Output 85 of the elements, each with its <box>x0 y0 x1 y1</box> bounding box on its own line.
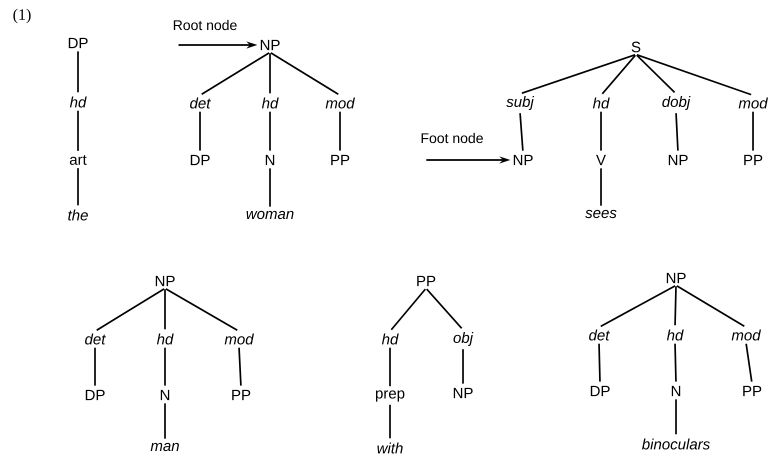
annotation-text: Foot node <box>422 132 483 144</box>
tree-branch <box>674 344 677 382</box>
word-label: the <box>68 210 88 220</box>
tree-branch <box>269 168 271 207</box>
tree-branch <box>270 52 339 95</box>
tree-branch <box>636 54 752 96</box>
word-label: with <box>377 442 403 454</box>
tree-branch <box>77 110 79 151</box>
tree-branch <box>600 112 602 151</box>
tree-branch <box>426 288 462 329</box>
function-label: hd <box>156 333 174 344</box>
tree-branch <box>238 348 242 386</box>
tree-branch <box>462 349 464 384</box>
category-label: NP <box>514 154 533 166</box>
function-label: hd <box>666 329 684 340</box>
category-label: PP <box>232 390 250 400</box>
example-number: (1) <box>13 8 31 24</box>
tree-branch <box>96 288 165 331</box>
function-label: mod <box>326 97 355 108</box>
word-label: woman <box>246 210 294 220</box>
category-label: V <box>596 154 606 166</box>
tree-branch <box>675 113 679 151</box>
category-label: N <box>160 390 170 400</box>
function-label: det <box>589 329 610 340</box>
category-label: NP <box>454 388 473 398</box>
tree-branch <box>674 286 677 326</box>
category-label: N <box>672 386 680 396</box>
function-label: mod <box>732 329 761 340</box>
tree-branch <box>201 52 270 95</box>
category-label: S <box>632 42 640 52</box>
tree-branch <box>269 112 271 151</box>
function-label: hd <box>592 97 610 108</box>
category-label: DP <box>190 154 210 166</box>
tree-branch <box>600 168 602 206</box>
category-label: NP <box>260 40 280 50</box>
category-label: DP <box>86 390 105 400</box>
tree-branch <box>522 54 636 94</box>
tree-branch <box>602 54 636 94</box>
function-label: obj <box>453 332 474 346</box>
tree-branch <box>519 113 524 151</box>
tree-branch <box>94 348 96 386</box>
function-label: hd <box>70 96 87 108</box>
word-label: binoculars <box>642 438 710 450</box>
category-label: DP <box>590 386 610 396</box>
tree-branch <box>389 404 391 438</box>
category-label: DP <box>68 38 88 48</box>
category-label: art <box>70 155 87 165</box>
category-label: PP <box>331 154 350 166</box>
function-label: mod <box>224 333 254 344</box>
tree-branch <box>636 54 676 93</box>
category-label: N <box>266 154 274 166</box>
tree-branch <box>165 288 238 332</box>
tree-branch <box>164 348 166 386</box>
tree-branch <box>339 112 341 151</box>
category-label: NP <box>666 272 686 284</box>
category-label: PP <box>743 386 762 396</box>
tree-branch <box>199 112 201 151</box>
function-label: dobj <box>662 96 691 110</box>
function-label: det <box>190 97 211 108</box>
tree-branch <box>164 403 166 439</box>
tree-branch <box>390 288 426 330</box>
tree-branch <box>269 53 271 94</box>
tree-branch <box>752 112 754 151</box>
tree-branch <box>676 285 745 327</box>
category-label: NP <box>156 276 175 286</box>
tree-branch <box>389 348 391 386</box>
tree-branch <box>600 285 676 328</box>
category-label: PP <box>417 276 436 286</box>
annotation-text: Root node <box>174 20 237 30</box>
function-label: det <box>85 333 106 344</box>
category-label: NP <box>668 154 688 166</box>
tree-branch <box>598 344 601 382</box>
word-label: man <box>150 442 179 452</box>
function-label: hd <box>262 97 279 108</box>
category-label: PP <box>744 154 762 166</box>
function-label: mod <box>738 97 768 108</box>
tree-branch <box>77 168 79 206</box>
function-label: subj <box>506 96 534 110</box>
tree-branch <box>77 51 79 92</box>
word-label: sees <box>585 210 617 218</box>
tree-branch <box>745 344 753 382</box>
tree-branch <box>675 399 677 434</box>
tree-branch <box>164 289 166 330</box>
function-label: hd <box>382 333 399 344</box>
category-label: prep <box>376 390 404 402</box>
